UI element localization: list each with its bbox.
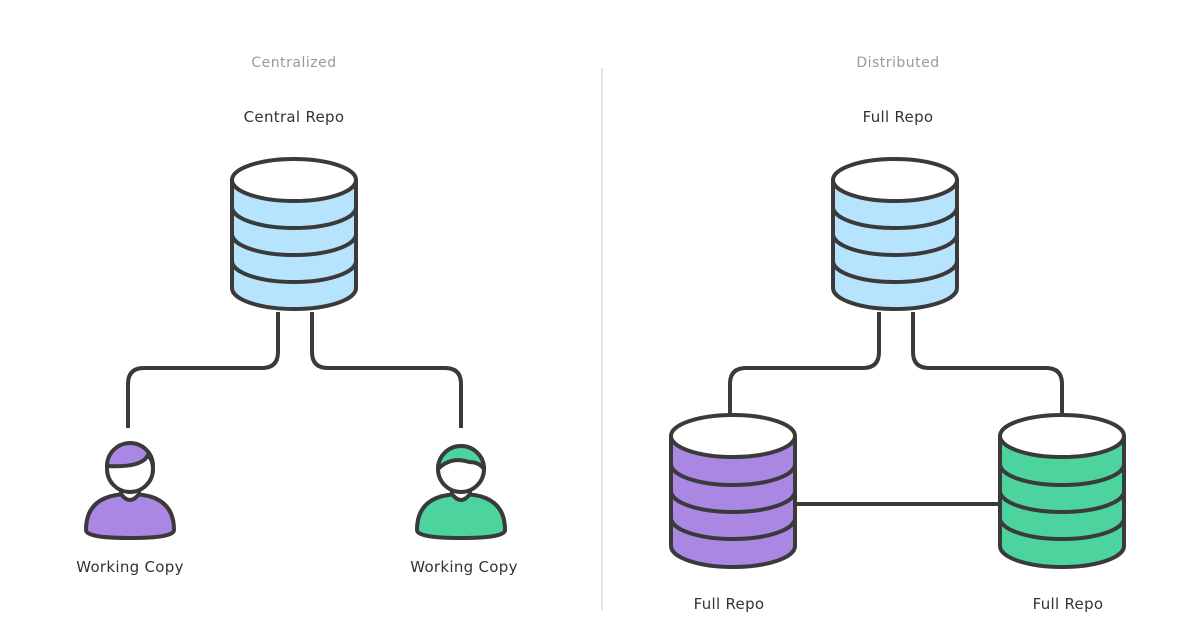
distributed-section: Distributed Full Repo	[669, 55, 1126, 613]
working-copy-user-purple-icon	[84, 441, 176, 540]
full-repo-label-right: Full Repo	[1033, 595, 1104, 613]
connector-central-to-right-user	[310, 312, 463, 428]
central-repo-icon	[230, 157, 358, 311]
connector-central-to-left-user	[126, 312, 280, 428]
working-copy-label-right: Working Copy	[410, 558, 518, 576]
centralized-title: Centralized	[251, 55, 336, 71]
distributed-title: Distributed	[856, 55, 939, 71]
working-copy-user-green-icon	[415, 444, 507, 540]
connector-top-to-right-repo	[911, 312, 1064, 414]
working-copy-label-left: Working Copy	[76, 558, 184, 576]
full-repo-green-icon	[998, 413, 1126, 569]
central-repo-label: Central Repo	[244, 108, 345, 126]
top-full-repo-label: Full Repo	[863, 108, 934, 126]
centralized-section: Centralized Central Repo Working Cop	[76, 55, 518, 576]
full-repo-label-left: Full Repo	[694, 595, 765, 613]
full-repo-purple-icon	[669, 413, 797, 569]
top-full-repo-icon	[831, 157, 959, 311]
connector-top-to-left-repo	[728, 312, 881, 414]
